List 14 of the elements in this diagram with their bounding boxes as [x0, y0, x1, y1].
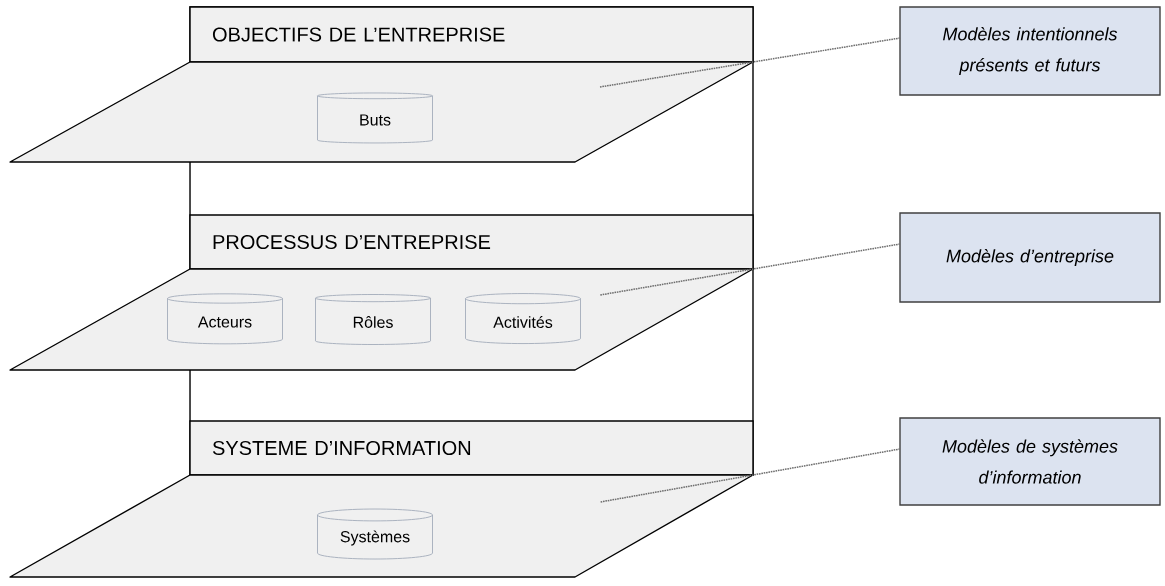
leader-line [599, 37, 901, 88]
layer-header: PROCESSUS D’ENTREPRISE [189, 214, 754, 270]
database-cylinder: Buts [317, 92, 433, 144]
model-box: Modèles de systèmes d’information [899, 417, 1161, 506]
leader-line [599, 448, 901, 503]
model-box: Modèles intentionnels présents et futurs [899, 6, 1161, 96]
database-cylinder: Systèmes [317, 508, 433, 560]
database-cylinder: Acteurs [167, 293, 283, 345]
model-box: Modèles d’entreprise [899, 212, 1161, 303]
leader-line [599, 243, 901, 296]
database-cylinder: Rôles [315, 294, 431, 345]
layer-header: SYSTEME D’INFORMATION [189, 420, 754, 476]
layer-header: OBJECTIFS DE L’ENTREPRISE [189, 6, 754, 63]
database-cylinder: Activités [465, 293, 581, 344]
